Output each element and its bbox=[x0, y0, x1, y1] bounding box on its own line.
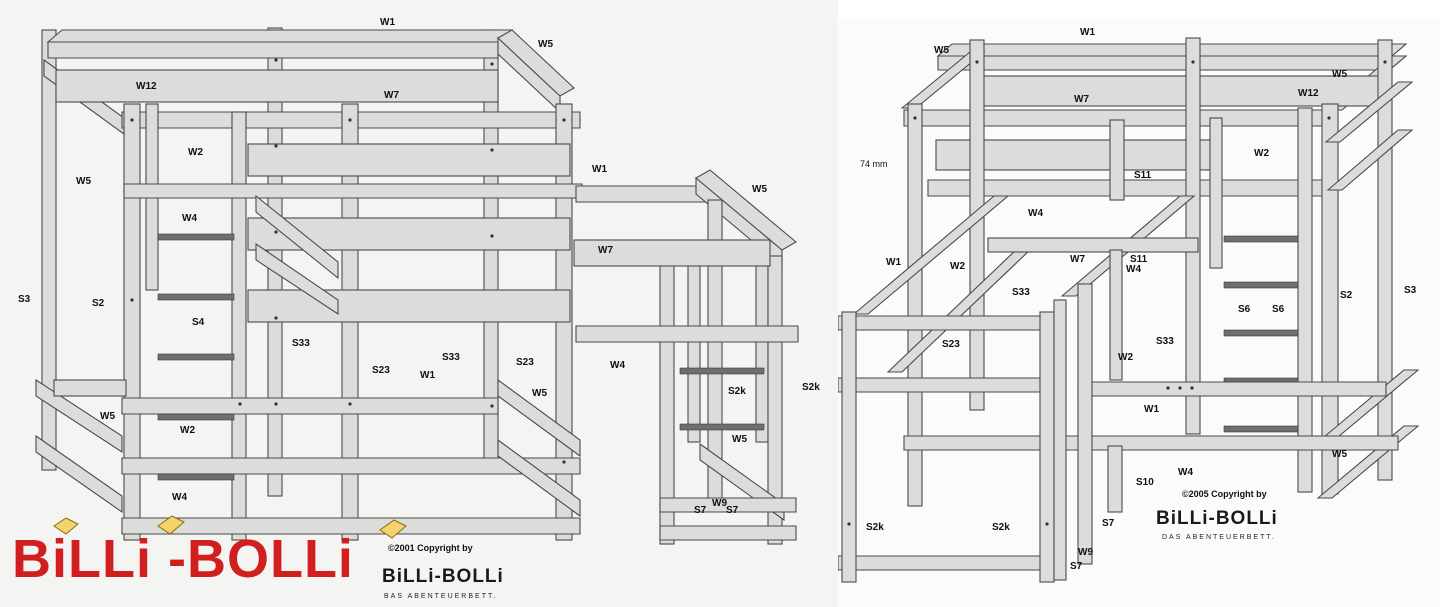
tagline: BAS ABENTEUERBETT. bbox=[384, 593, 498, 600]
label-s2k-b: S2k bbox=[992, 522, 1010, 533]
flag-icon bbox=[53, 517, 79, 535]
flag-icon bbox=[157, 515, 185, 535]
label-w1-low: W1 bbox=[1144, 404, 1159, 415]
label-w1-top: W1 bbox=[1080, 27, 1095, 38]
right-bed-drawing bbox=[838, 37, 1420, 583]
label-w4-top: W4 bbox=[1028, 208, 1043, 219]
label-w4-mid: W4 bbox=[1126, 264, 1141, 275]
tagline: DAS ABENTEUERBETT. bbox=[1162, 534, 1276, 541]
label-w5-left: W5 bbox=[76, 176, 91, 187]
label-w2-right: W2 bbox=[1254, 148, 1269, 159]
left-bed-drawing bbox=[35, 27, 799, 545]
right-assembly-sheet: W1 W5 W5 W12 W7 W2 74 mm S11 W4 W1 W2 W7… bbox=[838, 0, 1440, 607]
label-w7: W7 bbox=[1074, 94, 1089, 105]
billi-bolli-logo-small: BiLLi-BOLLi bbox=[382, 566, 504, 587]
label-w5-right: W5 bbox=[1332, 69, 1347, 80]
billi-bolli-logo-large: BiLLi -BOLLi bbox=[12, 529, 354, 589]
label-w9: W9 bbox=[1078, 547, 1093, 558]
label-w7-top: W7 bbox=[384, 90, 399, 101]
label-w4-low: W4 bbox=[172, 492, 187, 503]
label-w1-mid: W1 bbox=[592, 164, 607, 175]
label-s33-a: S33 bbox=[1012, 287, 1030, 298]
label-w4-mid: W4 bbox=[610, 360, 625, 371]
label-s7-b: S7 bbox=[726, 505, 739, 516]
label-w2-low: W2 bbox=[180, 425, 195, 436]
label-w2-left: W2 bbox=[950, 261, 965, 272]
label-s33-b: S33 bbox=[442, 352, 460, 363]
label-w7-mid: W7 bbox=[598, 245, 613, 256]
label-s7-a: S7 bbox=[694, 505, 707, 516]
left-assembly-sheet: W1 W5 W12 W7 W2 W5 W1 W5 W4 W7 S3 S2 S4 … bbox=[12, 17, 820, 600]
label-s2: S2 bbox=[1340, 290, 1353, 301]
label-w1-left: W1 bbox=[886, 257, 901, 268]
label-w7-mid: W7 bbox=[1070, 254, 1085, 265]
label-s23: S23 bbox=[942, 339, 960, 350]
flag-icon bbox=[379, 519, 407, 539]
label-w5-bottom-left: W5 bbox=[100, 411, 115, 422]
label-w5-left: W5 bbox=[934, 45, 949, 56]
label-s6-a: S6 bbox=[1238, 304, 1251, 315]
label-w5-low: W5 bbox=[532, 388, 547, 399]
billi-bolli-logo-small: BiLLi-BOLLi bbox=[1156, 508, 1278, 529]
label-s3: S3 bbox=[18, 294, 31, 305]
label-s33-a: S33 bbox=[292, 338, 310, 349]
label-s7-a: S7 bbox=[1102, 518, 1115, 529]
label-w5-low: W5 bbox=[1332, 449, 1347, 460]
label-w4-low: W4 bbox=[1178, 467, 1193, 478]
label-s3: S3 bbox=[1404, 285, 1417, 296]
label-w12: W12 bbox=[136, 81, 157, 92]
label-w9: W9 bbox=[712, 498, 727, 509]
label-w1-top: W1 bbox=[380, 17, 395, 28]
label-s2: S2 bbox=[92, 298, 105, 309]
label-w12: W12 bbox=[1298, 88, 1319, 99]
label-s2k-a: S2k bbox=[866, 522, 884, 533]
label-s7-b: S7 bbox=[1070, 561, 1083, 572]
label-s33-b: S33 bbox=[1156, 336, 1174, 347]
label-s6-b: S6 bbox=[1272, 304, 1285, 315]
label-w4-top: W4 bbox=[182, 213, 197, 224]
label-w5-mid: W5 bbox=[752, 184, 767, 195]
label-s23-a: S23 bbox=[372, 365, 390, 376]
dimension-74mm: 74 mm bbox=[860, 159, 888, 169]
label-s11-top: S11 bbox=[1134, 170, 1152, 181]
label-s10: S10 bbox=[1136, 477, 1154, 488]
label-s2k-b: S2k bbox=[802, 382, 820, 393]
label-s4: S4 bbox=[192, 317, 205, 328]
label-s23-b: S23 bbox=[516, 357, 534, 368]
label-s2k-a: S2k bbox=[728, 386, 746, 397]
label-w5-right: W5 bbox=[732, 434, 747, 445]
copyright-text: ©2001 Copyright by bbox=[388, 543, 473, 553]
label-w2-mid: W2 bbox=[1118, 352, 1133, 363]
label-w2-top: W2 bbox=[188, 147, 203, 158]
label-s11-mid: S11 bbox=[1130, 254, 1148, 265]
copyright-text: ©2005 Copyright by bbox=[1182, 489, 1267, 499]
label-w1-low: W1 bbox=[420, 370, 435, 381]
label-w5-top: W5 bbox=[538, 39, 553, 50]
